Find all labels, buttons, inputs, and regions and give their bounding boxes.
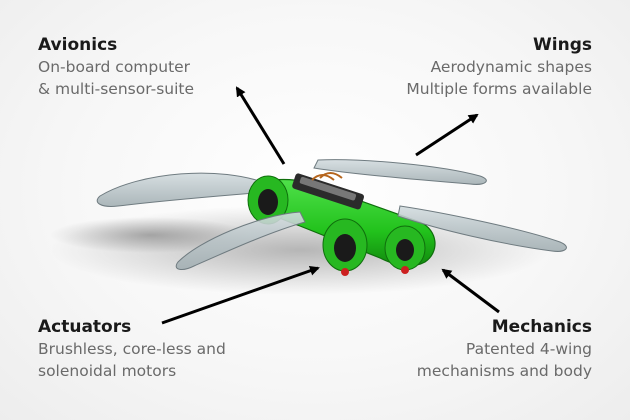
callout-mechanics-title: Mechanics: [491, 317, 592, 337]
arrow-wings: [415, 113, 479, 157]
callout-wings: Wings Aerodynamic shapes Multiple forms …: [406, 34, 592, 100]
arrow-mechanics: [441, 268, 500, 314]
callout-actuators-line-2: solenoidal motors: [38, 362, 177, 380]
wing-front-right: [397, 205, 567, 252]
callout-actuators-title: Actuators: [38, 317, 132, 337]
ground-shadow-wing: [50, 217, 250, 253]
callout-actuators-line-1: Brushless, core-less and: [38, 340, 226, 358]
callout-avionics-title: Avionics: [38, 35, 118, 55]
arrow-actuators: [161, 265, 320, 325]
callout-actuators: Actuators Brushless, core-less and solen…: [38, 316, 226, 382]
callout-wings-line-1: Aerodynamic shapes: [430, 58, 592, 76]
callout-avionics: Avionics On-board computer & multi-senso…: [38, 34, 194, 100]
callout-wings-line-2: Multiple forms available: [406, 80, 592, 98]
arrow-avionics: [235, 86, 286, 165]
wing-front-left: [175, 211, 306, 270]
wing-back-right: [313, 159, 487, 185]
callout-avionics-line-1: On-board computer: [38, 58, 191, 76]
callout-mechanics-line-2: mechanisms and body: [416, 362, 592, 380]
callout-mechanics: Mechanics Patented 4-wing mechanisms and…: [417, 316, 592, 382]
callout-wings-title: Wings: [533, 35, 592, 55]
callout-avionics-line-2: & multi-sensor-suite: [38, 80, 195, 98]
wing-back-left: [96, 172, 269, 207]
callout-mechanics-line-1: Patented 4-wing: [465, 340, 592, 358]
